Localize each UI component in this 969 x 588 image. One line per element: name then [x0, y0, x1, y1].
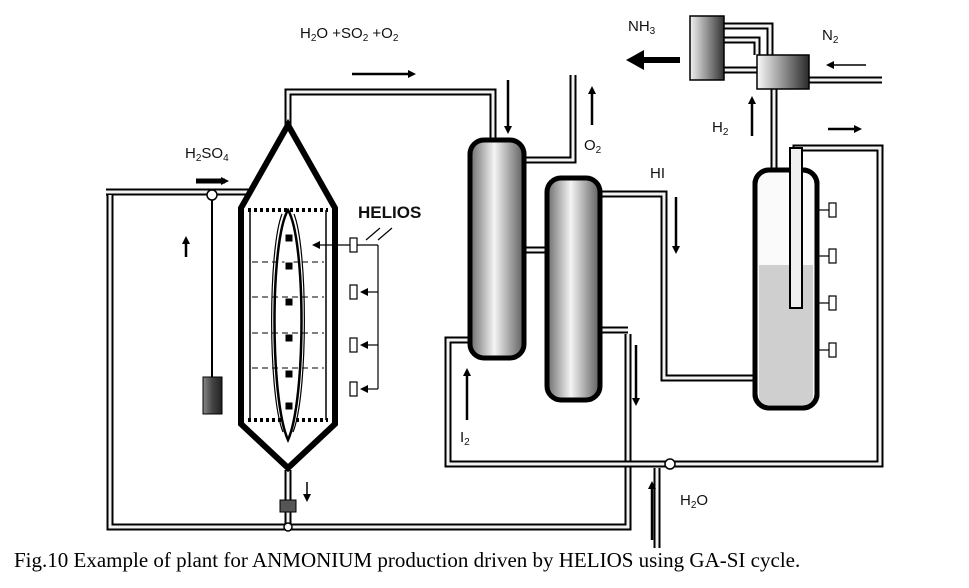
helios-label: HELIOS	[358, 203, 421, 222]
flow-arrows	[182, 50, 866, 540]
h2-label: H2	[712, 119, 729, 138]
hi-decomposer	[752, 147, 837, 411]
column-2	[544, 175, 603, 403]
hi-label: HI	[650, 165, 665, 182]
i2-label: I2	[460, 429, 470, 448]
o2-label: O2	[584, 137, 602, 156]
feed-label: H2O +SO2 +O2	[300, 25, 399, 44]
weight-block	[202, 376, 223, 415]
helios-modules	[312, 227, 393, 397]
column-1	[467, 137, 527, 361]
n2-label: N2	[822, 27, 839, 46]
h2o-bottom-label: H2O	[680, 492, 708, 511]
h2so4-label: H2SO4	[185, 145, 229, 164]
figure-caption: Fig.10 Example of plant for ANMONIUM pro…	[14, 548, 800, 572]
junction-node	[664, 458, 676, 470]
nh3-label: NH3	[628, 18, 656, 37]
ammonia-unit	[689, 15, 810, 90]
helios-reactor	[238, 118, 338, 532]
valve-node	[206, 189, 218, 201]
